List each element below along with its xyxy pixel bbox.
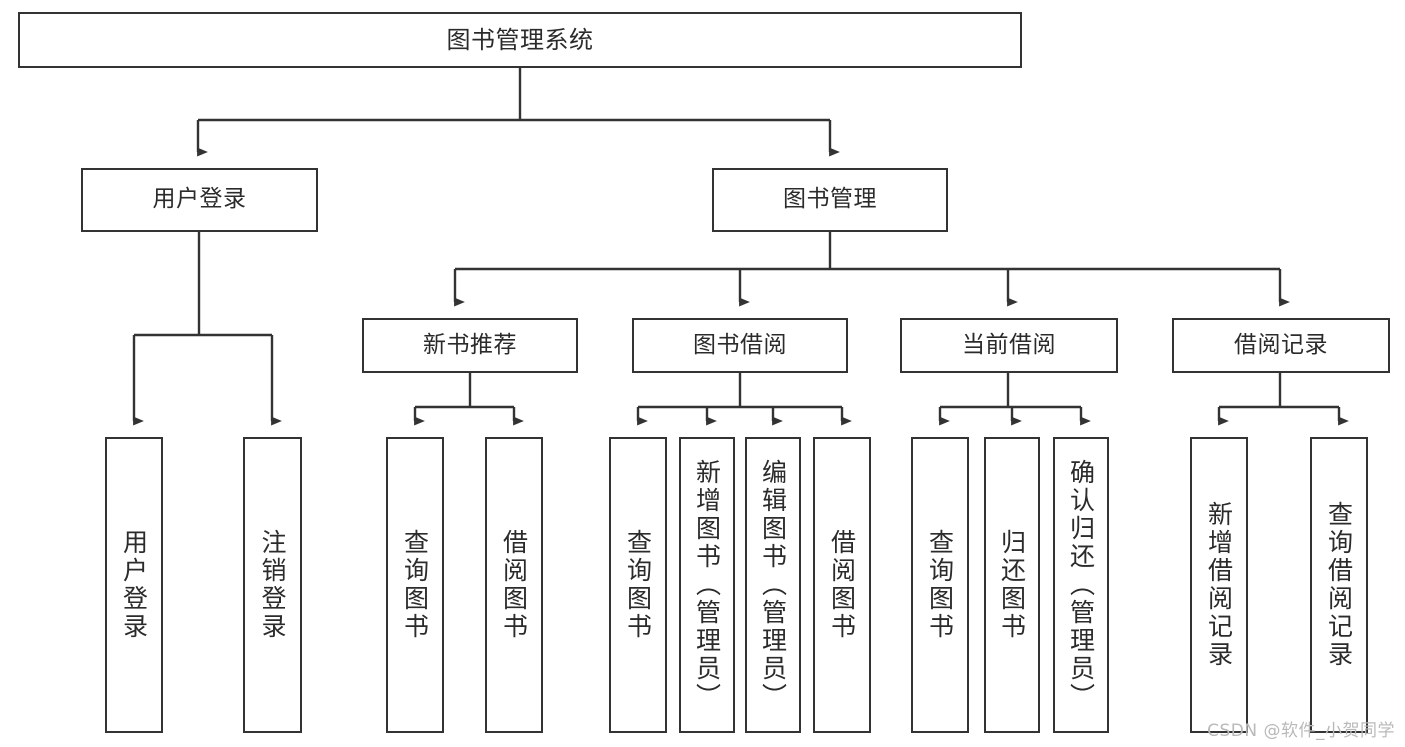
node-label: 新增借阅记录 [1204, 501, 1234, 669]
node-leaf-query-borrow-record[interactable]: 查询借阅记录 [1310, 437, 1368, 733]
node-label: 用户登录 [119, 529, 149, 641]
node-leaf-borrow-book-2[interactable]: 借阅图书 [813, 437, 871, 733]
node-book-borrow[interactable]: 图书借阅 [632, 318, 848, 373]
node-label: 查询借阅记录 [1324, 501, 1354, 669]
node-user-login[interactable]: 用户登录 [81, 168, 318, 232]
node-label: 注销登录 [258, 529, 287, 641]
node-leaf-borrow-book-1[interactable]: 借阅图书 [485, 437, 543, 733]
node-leaf-return-book[interactable]: 归还图书 [984, 437, 1040, 733]
node-root-system[interactable]: 图书管理系统 [18, 12, 1022, 68]
node-leaf-query-book-2[interactable]: 查询图书 [609, 437, 667, 733]
node-new-book-recommend[interactable]: 新书推荐 [362, 318, 578, 373]
node-label: 图书管理系统 [446, 25, 594, 54]
node-label: 用户登录 [152, 186, 247, 213]
node-label: 确认归还（管理员） [1066, 459, 1096, 711]
node-label: 图书借阅 [693, 331, 787, 358]
node-label: 编辑图书（管理员） [758, 459, 788, 711]
node-leaf-user-login[interactable]: 用户登录 [105, 437, 163, 733]
node-label: 借阅图书 [827, 529, 857, 641]
node-leaf-edit-book-admin[interactable]: 编辑图书（管理员） [745, 437, 801, 733]
node-leaf-add-borrow-record[interactable]: 新增借阅记录 [1190, 437, 1248, 733]
node-label: 当前借阅 [962, 331, 1056, 358]
node-label: 归还图书 [997, 529, 1027, 641]
node-label: 查询图书 [623, 529, 653, 641]
node-book-manage[interactable]: 图书管理 [712, 168, 948, 232]
csdn-watermark: CSDN @软件_小贺同学 [1207, 721, 1395, 741]
node-leaf-query-book-1[interactable]: 查询图书 [386, 437, 444, 733]
node-current-borrow[interactable]: 当前借阅 [900, 318, 1118, 373]
node-label: 借阅记录 [1234, 331, 1328, 358]
node-leaf-add-book-admin[interactable]: 新增图书（管理员） [679, 437, 735, 733]
node-label: 图书管理 [783, 186, 877, 213]
node-label: 查询图书 [925, 529, 955, 641]
node-leaf-confirm-return[interactable]: 确认归还（管理员） [1053, 437, 1109, 733]
node-label: 查询图书 [400, 529, 430, 641]
node-label: 借阅图书 [499, 529, 529, 641]
node-leaf-user-logout[interactable]: 注销登录 [243, 437, 302, 733]
node-borrow-record[interactable]: 借阅记录 [1172, 318, 1390, 373]
node-leaf-query-book-3[interactable]: 查询图书 [911, 437, 969, 733]
node-label: 新增图书（管理员） [692, 459, 722, 711]
node-label: 新书推荐 [423, 331, 517, 358]
